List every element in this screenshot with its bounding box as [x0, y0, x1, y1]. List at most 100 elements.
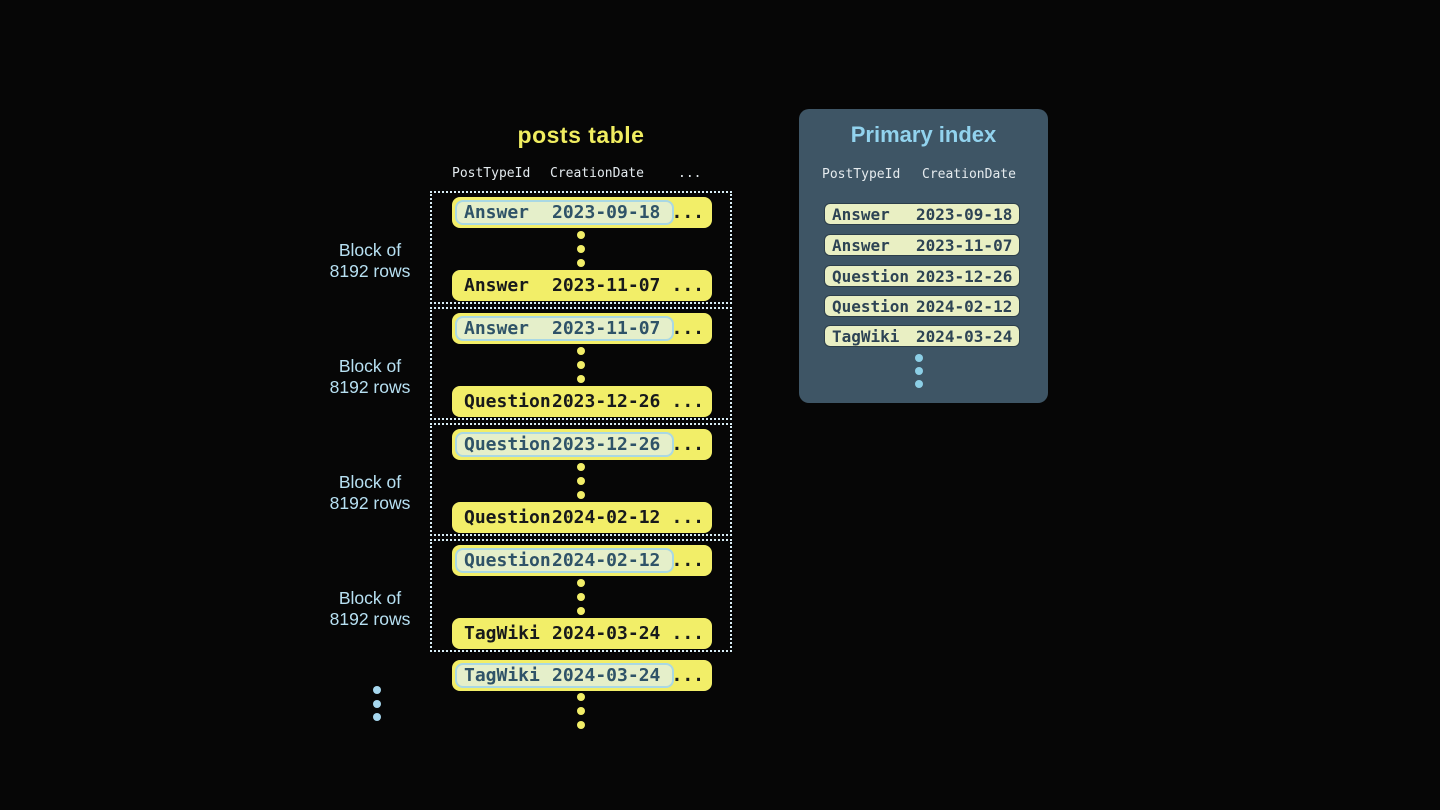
dot: [915, 354, 923, 362]
post-type-cell: Answer: [464, 318, 530, 339]
dot: [915, 367, 923, 375]
dot: [577, 231, 585, 239]
block-label-line2: 8192 rows: [329, 493, 411, 513]
post-type-cell: Question: [464, 550, 551, 571]
more-columns: ...: [671, 318, 704, 339]
block-of-rows: Question 2024-02-12 ... TagWiki 2024-03-…: [430, 539, 732, 652]
column-header-posttypeid: PostTypeId: [822, 167, 901, 182]
more-columns: ...: [671, 507, 704, 528]
block-of-rows: Answer 2023-09-18 ... Answer 2023-11-07 …: [430, 191, 732, 304]
block-label: Block of 8192 rows: [310, 356, 430, 398]
block-label-line1: Block of: [338, 588, 402, 608]
creation-date-cell: 2023-12-26: [552, 391, 661, 412]
table-row: Answer 2023-11-07 ...: [452, 270, 712, 301]
post-type-cell: Answer: [832, 235, 890, 255]
index-row: Question 2023-12-26: [824, 265, 1020, 287]
row-cells: Question 2023-12-26: [455, 389, 674, 414]
creation-date-cell: 2023-12-26: [552, 434, 661, 455]
block-label: Block of 8192 rows: [310, 240, 430, 282]
creation-date-cell: 2023-11-07: [552, 275, 661, 296]
column-header-creationdate: CreationDate: [922, 167, 1016, 182]
more-columns-ellipsis: ...: [678, 166, 702, 181]
more-columns: ...: [671, 391, 704, 412]
dot: [577, 707, 585, 715]
indexed-columns-highlight: Answer 2023-09-18: [455, 200, 674, 225]
more-columns: ...: [671, 202, 704, 223]
more-columns: ...: [671, 275, 704, 296]
post-type-cell: TagWiki: [464, 665, 540, 686]
creation-date-cell: 2024-02-12: [552, 550, 661, 571]
dot: [577, 463, 585, 471]
creation-date-cell: 2023-09-18: [916, 204, 1013, 224]
creation-date-cell: 2023-11-07: [552, 318, 661, 339]
primary-index-panel: Primary index PostTypeId CreationDate An…: [799, 109, 1048, 403]
index-row: TagWiki 2024-03-24: [824, 325, 1020, 347]
indexed-columns-highlight: Question 2023-12-26: [455, 432, 674, 457]
indexed-columns-highlight: Answer 2023-11-07: [455, 316, 674, 341]
post-type-cell: Answer: [464, 202, 530, 223]
index-row: Answer 2023-11-07: [824, 234, 1020, 256]
dot: [373, 686, 381, 694]
dot: [915, 380, 923, 388]
post-type-cell: Question: [464, 434, 551, 455]
index-row: Answer 2023-09-18: [824, 203, 1020, 225]
post-type-cell: Answer: [464, 275, 530, 296]
block-label-line2: 8192 rows: [329, 377, 411, 397]
block-label: Block of 8192 rows: [310, 588, 430, 630]
column-header-creationdate: CreationDate: [550, 166, 644, 181]
dot: [577, 607, 585, 615]
dot: [577, 477, 585, 485]
posts-table-title: posts table: [517, 122, 645, 148]
post-type-cell: Question: [464, 391, 551, 412]
dot: [373, 713, 381, 721]
more-columns: ...: [671, 623, 704, 644]
creation-date-cell: 2024-02-12: [552, 507, 661, 528]
dot: [577, 259, 585, 267]
block-label-line1: Block of: [338, 240, 402, 260]
table-row: Question 2024-02-12 ...: [452, 545, 712, 576]
block-label-line2: 8192 rows: [329, 261, 411, 281]
table-row: TagWiki 2024-03-24 ...: [452, 618, 712, 649]
dot: [577, 245, 585, 253]
table-row: Question 2023-12-26 ...: [452, 429, 712, 460]
table-row: TagWiki 2024-03-24 ...: [452, 660, 712, 691]
dot: [577, 693, 585, 701]
block-label-line1: Block of: [338, 472, 402, 492]
row-cells: Answer 2023-11-07: [455, 273, 674, 298]
table-row: Answer 2023-11-07 ...: [452, 313, 712, 344]
dot: [373, 700, 381, 708]
dot: [577, 593, 585, 601]
row-cells: TagWiki 2024-03-24: [455, 621, 674, 646]
creation-date-cell: 2024-03-24: [552, 623, 661, 644]
post-type-cell: Question: [832, 296, 910, 316]
creation-date-cell: 2023-09-18: [552, 202, 661, 223]
block-label-line1: Block of: [338, 356, 402, 376]
creation-date-cell: 2023-12-26: [916, 266, 1013, 286]
post-type-cell: Answer: [832, 204, 890, 224]
table-row: Question 2024-02-12 ...: [452, 502, 712, 533]
post-type-cell: TagWiki: [832, 326, 900, 346]
dot: [577, 347, 585, 355]
index-row: Question 2024-02-12: [824, 295, 1020, 317]
more-columns: ...: [671, 550, 704, 571]
creation-date-cell: 2024-02-12: [916, 296, 1013, 316]
primary-index-title: Primary index: [850, 122, 997, 147]
column-header-posttypeid: PostTypeId: [452, 166, 531, 181]
dot: [577, 721, 585, 729]
indexed-columns-highlight: Question 2024-02-12: [455, 548, 674, 573]
post-type-cell: Question: [832, 266, 910, 286]
creation-date-cell: 2023-11-07: [916, 235, 1013, 255]
row-cells: Question 2024-02-12: [455, 505, 674, 530]
post-type-cell: TagWiki: [464, 623, 540, 644]
creation-date-cell: 2024-03-24: [916, 326, 1013, 346]
block-label: Block of 8192 rows: [310, 472, 430, 514]
more-columns: ...: [671, 434, 704, 455]
block-label-line2: 8192 rows: [329, 609, 411, 629]
dot: [577, 361, 585, 369]
block-of-rows: Question 2023-12-26 ... Question 2024-02…: [430, 423, 732, 536]
post-type-cell: Question: [464, 507, 551, 528]
dot: [577, 375, 585, 383]
block-of-rows: Answer 2023-11-07 ... Question 2023-12-2…: [430, 307, 732, 420]
creation-date-cell: 2024-03-24: [552, 665, 661, 686]
